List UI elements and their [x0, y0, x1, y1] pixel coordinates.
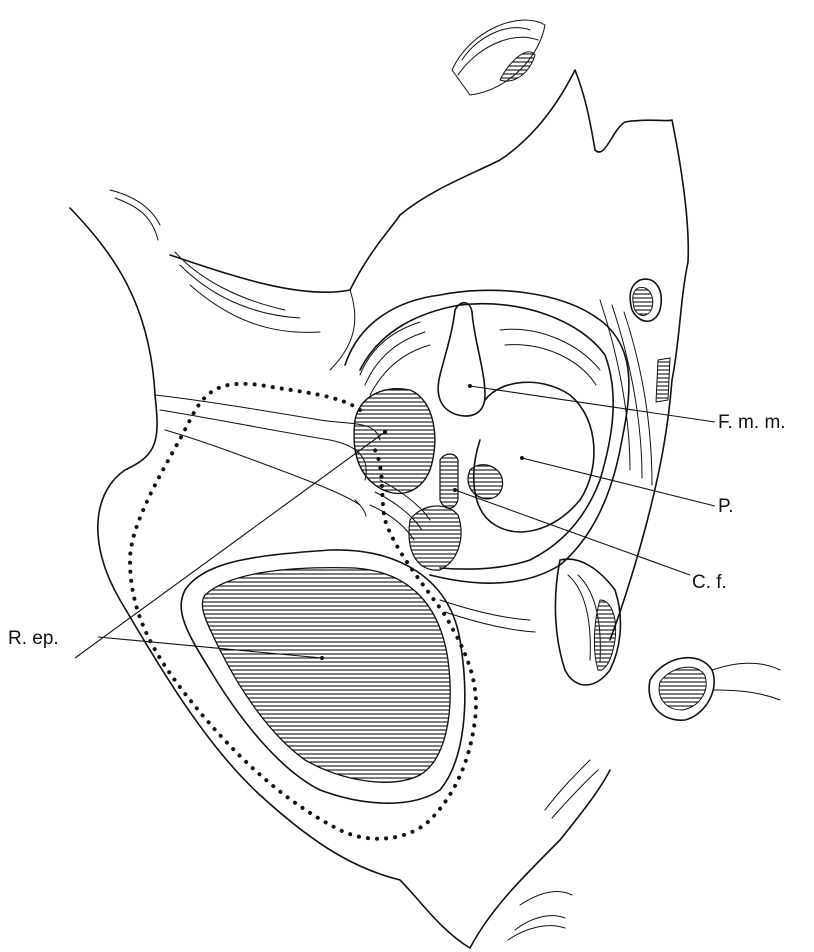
rep-lower-region — [181, 550, 465, 803]
cf-hatched-oval — [468, 465, 502, 499]
lower-right-process — [555, 559, 620, 685]
right-canal — [600, 279, 670, 485]
leader-fmm-dot — [468, 384, 472, 388]
leader-p — [522, 458, 715, 506]
cf-hatched-bar — [440, 454, 458, 508]
leader-cf — [455, 490, 690, 575]
label-rep: R. ep. — [8, 628, 59, 649]
leader-cf-dot — [453, 488, 457, 492]
lower-spike — [470, 760, 610, 948]
p-structure — [474, 382, 594, 532]
upper-foramen — [452, 20, 545, 95]
rep-upper-hatched — [354, 389, 435, 494]
leader-rep-upper-dot — [383, 430, 387, 434]
lower-hatched-cone — [409, 506, 461, 570]
label-fmm: F. m. m. — [718, 412, 786, 433]
leader-rep-lower-dot — [320, 656, 324, 660]
right-foramen — [649, 658, 780, 721]
label-p: P. — [718, 496, 734, 517]
label-cf: C. f. — [692, 572, 727, 593]
leader-p-dot — [520, 456, 524, 460]
leader-fmm — [470, 386, 715, 422]
fmm-structure — [438, 303, 485, 416]
